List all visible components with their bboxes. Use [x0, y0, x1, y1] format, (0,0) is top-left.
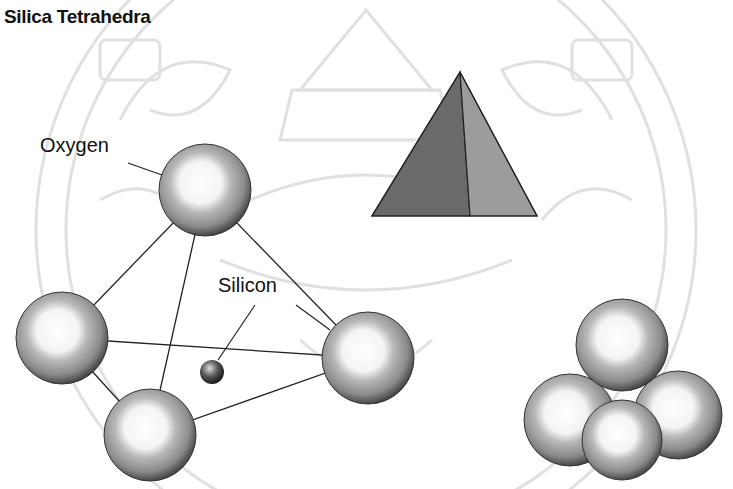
oxygen-spheres: [16, 144, 414, 481]
part-label: Silicon: [218, 274, 277, 297]
packed-spheres: [524, 299, 722, 480]
diagram-title: Silica Tetrahedra: [4, 6, 151, 28]
part-label: Oxygen: [40, 134, 109, 157]
watermark-seal: [36, 0, 696, 489]
leader-line: [128, 163, 162, 175]
leader-line: [296, 305, 330, 330]
leader-line: [218, 305, 255, 360]
silicon-atom: [200, 360, 224, 384]
tetrahedron-solid: [372, 72, 537, 216]
